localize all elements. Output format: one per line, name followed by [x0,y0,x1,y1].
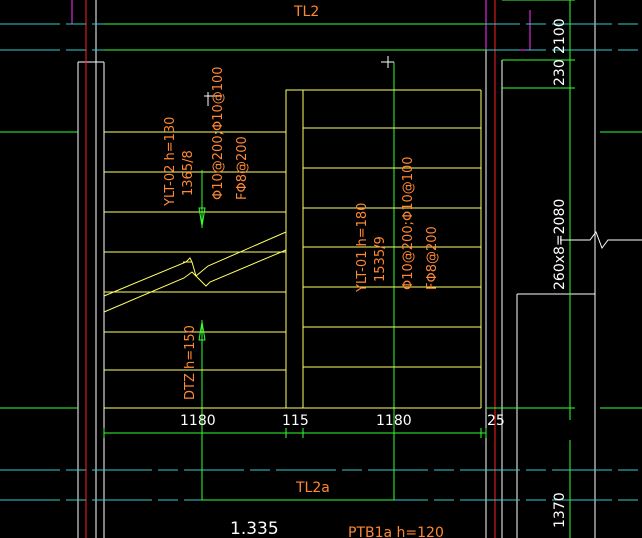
dim-bottom-3: 1180 [376,413,412,429]
ylt02-span: 1365/8 [181,150,196,196]
ylt02-dist: FΦ8@200 [235,136,250,200]
level-label: 1.335 [230,519,279,538]
dim-bottom-1: 1180 [180,413,216,429]
top-marker [204,56,394,106]
ylt01-title: YLT-01 h=180 [355,203,370,293]
wall-outlines [77,0,596,538]
dim-bottom-4: 25 [487,413,505,429]
ylt01-dist: FΦ8@200 [425,226,440,290]
dim-right-3: 260x8=2080 [552,199,568,290]
ylt01-span: 1535/9 [373,236,388,282]
label-tl2: TL2 [293,4,319,20]
label-ptb: PTB1a h=120 [348,525,444,538]
dtz-label: DTZ h=150 [183,325,198,400]
dim-right-2: 230 [552,59,568,86]
direction-arrows [198,170,206,341]
ylt02-rebar: Φ10@200;Φ10@100 [211,66,226,200]
green-grid-lines [0,0,642,501]
break-symbol [560,230,642,250]
dim-right-1: 2100 [552,18,568,54]
red-axis-lines [85,0,496,538]
label-tl2a: TL2a [295,480,330,496]
dim-bottom-2: 115 [282,413,309,429]
stair-outline [103,89,482,409]
dim-right-4: 1370 [552,492,568,528]
ylt01-rebar: Φ10@200;Φ10@100 [401,156,416,290]
ylt02-title: YLT-02 h=130 [163,117,178,207]
